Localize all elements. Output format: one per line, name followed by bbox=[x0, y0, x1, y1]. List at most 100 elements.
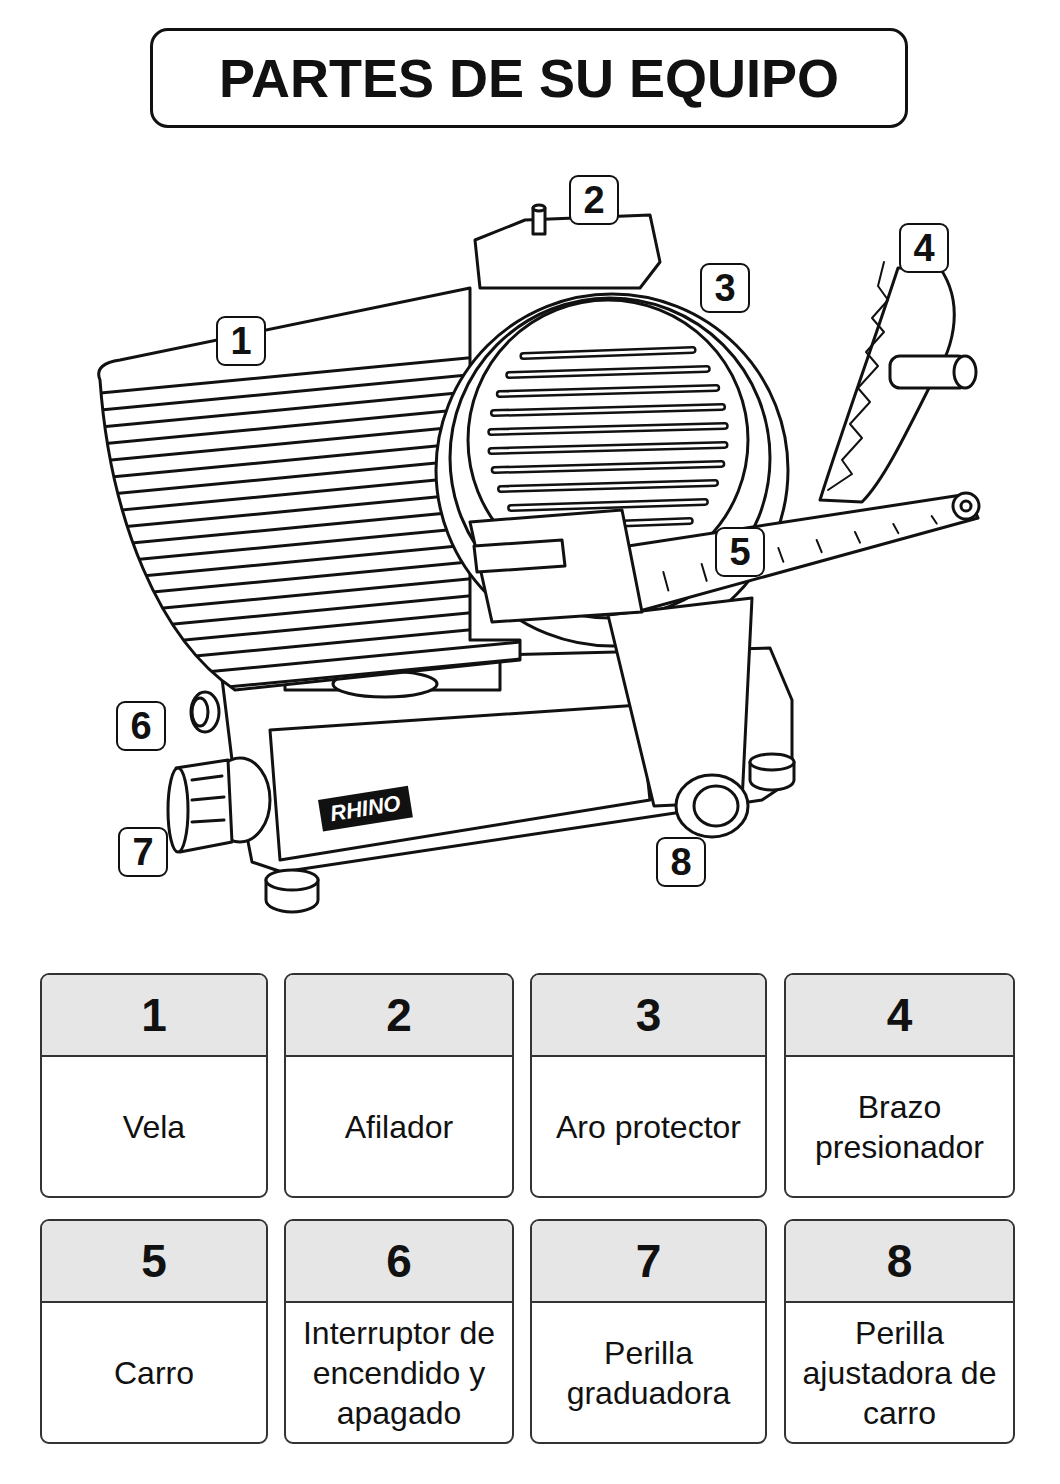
illustration-line bbox=[80, 625, 520, 667]
rack-ribs bbox=[625, 516, 937, 600]
carriage-knob bbox=[694, 786, 738, 826]
part-cell: 8Perilla ajustadora de carro bbox=[784, 1219, 1015, 1444]
illustration-line bbox=[80, 557, 520, 599]
illustration-g bbox=[80, 205, 979, 912]
illustration-line bbox=[855, 532, 860, 543]
callout-number: 2 bbox=[583, 181, 604, 219]
callout-number: 1 bbox=[230, 322, 251, 360]
callout-number: 4 bbox=[913, 229, 934, 267]
illustration-line bbox=[495, 464, 722, 470]
callout-number: 3 bbox=[714, 269, 735, 307]
illustration-line bbox=[509, 369, 707, 375]
base-panel bbox=[270, 705, 650, 860]
carriage-knob bbox=[676, 775, 748, 837]
illustration-line bbox=[523, 350, 692, 356]
illustration-line bbox=[494, 407, 722, 413]
cell-number-band: 8 bbox=[786, 1221, 1013, 1303]
part-name: Brazo presionador bbox=[794, 1087, 1005, 1167]
arm-spikes bbox=[828, 262, 888, 490]
cell-name-area: Perilla graduadora bbox=[532, 1303, 765, 1442]
cell-number-band: 3 bbox=[532, 975, 765, 1057]
illustration-line bbox=[778, 548, 783, 562]
illustration-line bbox=[500, 388, 716, 394]
illustration-line bbox=[500, 388, 716, 394]
illustration-line bbox=[80, 659, 520, 701]
part-cell: 7Perilla graduadora bbox=[530, 1219, 767, 1444]
cell-name-area: Carro bbox=[42, 1303, 266, 1442]
illustration-line bbox=[80, 353, 520, 395]
illustration-line bbox=[80, 574, 520, 616]
cell-number-band: 2 bbox=[286, 975, 512, 1057]
part-name: Carro bbox=[114, 1353, 194, 1393]
sharpener-pin bbox=[533, 205, 545, 211]
illustration-line bbox=[501, 483, 715, 489]
illustration-line bbox=[491, 445, 724, 451]
callout-box: 8 bbox=[656, 837, 706, 887]
carriage-pedestal bbox=[608, 598, 752, 806]
carriage-rack bbox=[615, 494, 978, 612]
cell-name-area: Interruptor de encendido y apagado bbox=[286, 1303, 512, 1442]
illustration-line bbox=[702, 564, 707, 581]
part-name: Interruptor de encendido y apagado bbox=[294, 1313, 504, 1433]
illustration-line bbox=[501, 483, 715, 489]
part-cell: 5Carro bbox=[40, 1219, 268, 1444]
illustration-line bbox=[523, 350, 692, 356]
illustration-line bbox=[491, 445, 724, 451]
part-cell: 4Brazo presionador bbox=[784, 973, 1015, 1198]
callout-box: 3 bbox=[700, 263, 750, 313]
cell-name-area: Vela bbox=[42, 1057, 266, 1196]
cell-name-area: Aro protector bbox=[532, 1057, 765, 1196]
illustration-line bbox=[495, 464, 722, 470]
cell-number-band: 6 bbox=[286, 1221, 512, 1303]
callout-number: 5 bbox=[729, 533, 750, 571]
sharpener bbox=[475, 215, 660, 288]
illustration-line bbox=[893, 524, 898, 533]
illustration-line bbox=[80, 608, 520, 650]
cell-name-area: Afilador bbox=[286, 1057, 512, 1196]
blade-ribs bbox=[491, 350, 724, 527]
illustration-line bbox=[509, 369, 707, 375]
illustration-line bbox=[491, 426, 724, 432]
foot bbox=[266, 870, 318, 890]
part-cell: 3Aro protector bbox=[530, 973, 767, 1198]
callout-box: 1 bbox=[216, 316, 266, 366]
illustration-line bbox=[80, 642, 520, 684]
cell-number-band: 5 bbox=[42, 1221, 266, 1303]
cell-number-band: 1 bbox=[42, 975, 266, 1057]
arm-handle bbox=[954, 356, 976, 388]
knob-grip bbox=[192, 776, 224, 822]
illustration-line bbox=[80, 591, 520, 633]
part-cell: 2Afilador bbox=[284, 973, 514, 1198]
illustration-line bbox=[491, 426, 724, 432]
cell-name-area: Brazo presionador bbox=[786, 1057, 1013, 1196]
cell-number-band: 7 bbox=[532, 1221, 765, 1303]
callout-box: 2 bbox=[569, 175, 619, 225]
callout-box: 7 bbox=[118, 827, 168, 877]
illustration-line bbox=[663, 572, 668, 590]
power-switch bbox=[192, 698, 208, 726]
callout-box: 4 bbox=[899, 223, 949, 273]
tray-handle bbox=[474, 540, 565, 572]
part-name: Perilla graduadora bbox=[540, 1333, 757, 1413]
title-box: PARTES DE SU EQUIPO bbox=[150, 28, 908, 128]
part-name: Aro protector bbox=[556, 1107, 741, 1147]
rack-end bbox=[953, 493, 979, 519]
cell-number-band: 4 bbox=[786, 975, 1013, 1057]
guard-ring bbox=[436, 294, 788, 646]
rack-end bbox=[961, 501, 971, 511]
part-name: Afilador bbox=[345, 1107, 454, 1147]
callout-box: 6 bbox=[116, 701, 166, 751]
part-name: Perilla ajustadora de carro bbox=[794, 1313, 1005, 1433]
illustration-line bbox=[511, 502, 705, 508]
callout-number: 6 bbox=[130, 707, 151, 745]
callout-box: 5 bbox=[715, 527, 765, 577]
illustration-line bbox=[932, 516, 937, 524]
illustration-line bbox=[817, 540, 822, 552]
title: PARTES DE SU EQUIPO bbox=[219, 47, 839, 109]
part-cell: 1Vela bbox=[40, 973, 268, 1198]
carriage-tray bbox=[470, 510, 642, 622]
part-cell: 6Interruptor de encendido y apagado bbox=[284, 1219, 514, 1444]
illustration-line bbox=[511, 502, 705, 508]
cell-name-area: Perilla ajustadora de carro bbox=[786, 1303, 1013, 1442]
power-switch bbox=[191, 692, 219, 732]
